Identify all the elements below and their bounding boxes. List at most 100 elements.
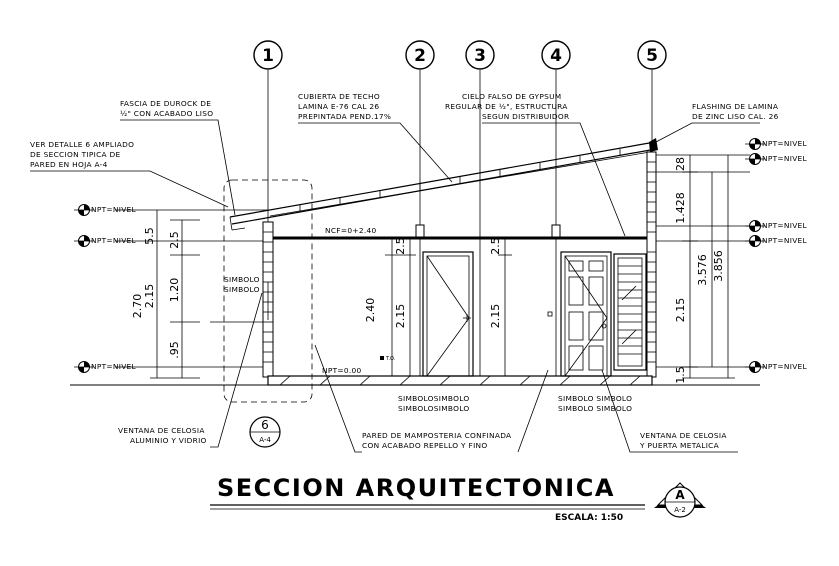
- walls: [262, 151, 657, 378]
- svg-text:NPT=NIVEL: NPT=NIVEL: [762, 236, 808, 245]
- annotation-fascia: FASCIA DE DUROCK DE ½" CON ACABADO LISO: [120, 99, 236, 216]
- svg-text:VENTANA DE CELOSIA: VENTANA DE CELOSIA: [118, 426, 205, 435]
- grid-axes: 1 2 3 4 5: [253, 40, 667, 385]
- annotation-ventana-left: VENTANA DE CELOSIA ALUMINIO Y VIDRIO: [118, 292, 263, 448]
- right-dimensions: 28 1.428 3.576 3.856 2.15 1.5: [674, 155, 735, 384]
- dim-left-e: .95: [168, 341, 181, 359]
- dim-right-f: 1.5: [674, 366, 687, 384]
- svg-text:SIMBOLOSIMBOLO: SIMBOLOSIMBOLO: [398, 404, 470, 413]
- roof: [229, 138, 658, 231]
- dim-right-d: 3.856: [712, 250, 725, 282]
- dim-right-a: 28: [674, 157, 687, 171]
- svg-text:6: 6: [261, 418, 269, 432]
- svg-text:4: 4: [550, 46, 562, 66]
- mid-dimensions: 2.40 2.15 2.5 2.15 2.5: [364, 237, 512, 376]
- dim-axis3-b: 2.5: [489, 237, 502, 255]
- to-label: T.O.: [385, 356, 396, 362]
- dim-left-outer: 2.70: [131, 294, 144, 319]
- level-marker-left-1: NPT=NIVEL: [74, 204, 137, 216]
- grid-axis-2: 2: [405, 40, 435, 70]
- svg-text:ALUMINIO Y VIDRIO: ALUMINIO Y VIDRIO: [130, 436, 207, 445]
- svg-text:SIMBOLO SIMBOLO: SIMBOLO SIMBOLO: [558, 394, 632, 403]
- dim-left-c: 2.5: [168, 231, 181, 249]
- svg-text:SIMBOLO: SIMBOLO: [224, 285, 260, 294]
- exterior-door: [560, 251, 612, 377]
- grid-axis-3: 3: [465, 40, 495, 70]
- level-marker-right-2: NPT=NIVEL: [745, 153, 808, 165]
- level-markers-left: NPT=NIVEL NPT=NIVEL NPT=NIVEL: [74, 204, 137, 373]
- svg-text:NPT=NIVEL: NPT=NIVEL: [762, 154, 808, 163]
- ncf-level-label: NCF=0+2.40: [325, 226, 376, 235]
- drawing-title: SECCION ARQUITECTONICA: [217, 474, 615, 502]
- svg-text:Y PUERTA METALICA: Y PUERTA METALICA: [639, 441, 719, 450]
- symbol-labels: SIMBOLO SIMBOLO SIMBOLOSIMBOLO SIMBOLOSI…: [224, 275, 632, 413]
- svg-text:A-4: A-4: [259, 436, 271, 444]
- svg-text:SIMBOLO SIMBOLO: SIMBOLO SIMBOLO: [558, 404, 632, 413]
- svg-text:CON ACABADO REPELLO Y FINO: CON ACABADO REPELLO Y FINO: [362, 441, 488, 450]
- svg-text:PARED EN HOJA A-4: PARED EN HOJA A-4: [30, 160, 108, 169]
- npt-level-label: NPT=0.00: [322, 366, 362, 375]
- left-dimensions: 2.70 5.5 2.15 2.5 1.20 .95: [131, 210, 200, 379]
- svg-text:NPT=NIVEL: NPT=NIVEL: [91, 362, 137, 371]
- jalousie-window: [613, 253, 647, 371]
- svg-text:2: 2: [414, 46, 426, 66]
- svg-text:CIELO FALSO DE GYPSUM: CIELO FALSO DE GYPSUM: [462, 92, 561, 101]
- dim-mid-c: 2.5: [394, 237, 407, 255]
- svg-text:SIMBOLOSIMBOLO: SIMBOLOSIMBOLO: [398, 394, 470, 403]
- level-marker-left-2: NPT=NIVEL: [74, 235, 137, 247]
- svg-text:FASCIA DE DUROCK DE: FASCIA DE DUROCK DE: [120, 99, 211, 108]
- svg-text:NPT=NIVEL: NPT=NIVEL: [91, 236, 137, 245]
- dim-mid-a: 2.40: [364, 298, 377, 323]
- svg-text:PARED DE MAMPOSTERIA CONFINADA: PARED DE MAMPOSTERIA CONFINADA: [362, 431, 511, 440]
- svg-text:VENTANA DE CELOSIA: VENTANA DE CELOSIA: [640, 431, 727, 440]
- dim-left-b: 2.15: [143, 284, 156, 309]
- svg-text:A-2: A-2: [674, 506, 686, 514]
- annotation-detalle: VER DETALLE 6 AMPLIADO DE SECCION TIPICA…: [30, 140, 229, 208]
- svg-text:LAMINA E-76 CAL 26: LAMINA E-76 CAL 26: [298, 102, 379, 111]
- svg-text:DE SECCION TIPICA DE: DE SECCION TIPICA DE: [30, 150, 121, 159]
- level-marker-right-4: NPT=NIVEL: [745, 235, 808, 247]
- detail-marker: 6 A-4: [249, 416, 281, 448]
- svg-text:NPT=NIVEL: NPT=NIVEL: [762, 221, 808, 230]
- section-marker: A A-2: [654, 482, 706, 518]
- grid-axis-4: 4: [541, 40, 571, 70]
- level-marker-right-3: NPT=NIVEL: [745, 220, 808, 232]
- level-lines: [115, 154, 750, 368]
- svg-text:DE ZINC LISO CAL. 26: DE ZINC LISO CAL. 26: [692, 112, 779, 121]
- svg-text:CUBIERTA DE TECHO: CUBIERTA DE TECHO: [298, 92, 380, 101]
- svg-text:3: 3: [474, 46, 486, 66]
- annotation-cubierta: CUBIERTA DE TECHO LAMINA E-76 CAL 26 PRE…: [298, 92, 453, 183]
- interior-door: [422, 251, 474, 377]
- svg-text:A: A: [675, 488, 685, 502]
- level-markers-right: NPT=NIVEL NPT=NIVEL NPT=NIVEL NPT=NIVEL …: [745, 138, 808, 373]
- level-marker-right-5: NPT=NIVEL: [745, 361, 807, 373]
- annotation-pared: PARED DE MAMPOSTERIA CONFINADA CON ACABA…: [314, 344, 549, 453]
- svg-text:FLASHING DE LAMINA: FLASHING DE LAMINA: [692, 102, 778, 111]
- annotation-ventana-right: VENTANA DE CELOSIA Y PUERTA METALICA: [601, 369, 738, 453]
- dim-left-d: 1.20: [168, 278, 181, 303]
- svg-text:PREPINTADA PEND.17%: PREPINTADA PEND.17%: [298, 112, 391, 121]
- dim-left-a: 5.5: [143, 227, 156, 245]
- grid-axis-1: 1: [253, 40, 283, 70]
- dim-mid-b: 2.15: [394, 304, 407, 329]
- svg-text:1: 1: [262, 46, 274, 66]
- svg-text:REGULAR DE ½", ESTRUCTURA: REGULAR DE ½", ESTRUCTURA: [445, 102, 568, 111]
- svg-text:5: 5: [646, 46, 658, 66]
- svg-text:NPT=NIVEL: NPT=NIVEL: [762, 139, 808, 148]
- drawing-scale: ESCALA: 1:50: [555, 513, 623, 523]
- dim-right-e: 2.15: [674, 298, 687, 323]
- level-marker-right-1: NPT=NIVEL: [745, 138, 808, 150]
- detail-callout-box: [210, 179, 313, 403]
- svg-text:SIMBOLO: SIMBOLO: [224, 275, 260, 284]
- svg-text:½" CON ACABADO LISO: ½" CON ACABADO LISO: [120, 109, 213, 118]
- dim-right-b: 1.428: [674, 192, 687, 224]
- dim-axis3-a: 2.15: [489, 304, 502, 329]
- grid-axis-5: 5: [637, 40, 667, 70]
- svg-text:NPT=NIVEL: NPT=NIVEL: [91, 205, 137, 214]
- annotation-cielo: CIELO FALSO DE GYPSUM REGULAR DE ½", EST…: [445, 92, 626, 237]
- dim-right-c: 3.576: [696, 254, 709, 286]
- level-marker-left-3: NPT=NIVEL: [74, 361, 137, 373]
- svg-text:SEGUN DISTRIBUIDOR: SEGUN DISTRIBUIDOR: [482, 112, 569, 121]
- svg-text:VER DETALLE 6 AMPLIADO: VER DETALLE 6 AMPLIADO: [30, 140, 134, 149]
